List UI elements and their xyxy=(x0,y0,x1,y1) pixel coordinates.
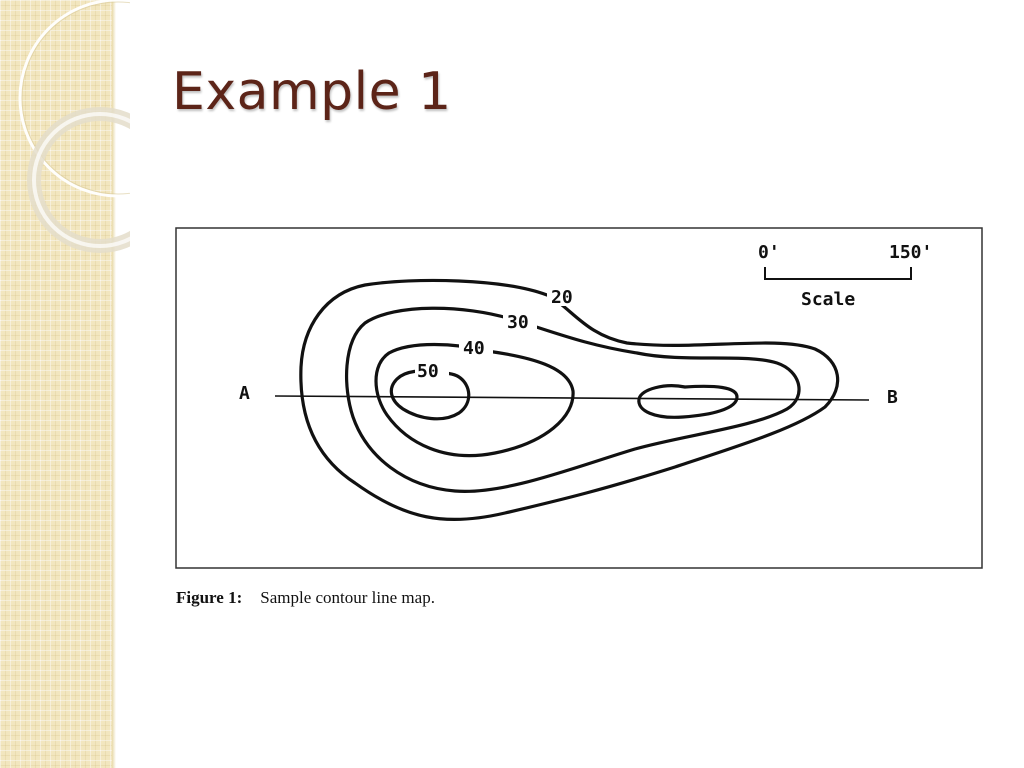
label-gap-30 xyxy=(503,309,537,331)
cross-section-line xyxy=(274,395,870,401)
contour-line-30 xyxy=(345,306,801,493)
contour-line-secondary-peak xyxy=(637,384,739,419)
figure-caption: Figure 1: Sample contour line map. xyxy=(176,588,435,608)
side-band-edge xyxy=(112,0,116,768)
scale-bar xyxy=(764,267,912,280)
contour-label-20: 20 xyxy=(551,287,573,308)
contour-map-figure: 20 30 40 50 A B 0' 150' Scale xyxy=(175,227,983,569)
figure-caption-text: Sample contour line map. xyxy=(260,588,435,607)
figure-caption-label: Figure 1: xyxy=(176,588,243,607)
label-gap-20 xyxy=(547,284,581,306)
endpoint-label-a: A xyxy=(239,383,250,404)
contour-line-50 xyxy=(389,369,471,421)
contour-label-40: 40 xyxy=(463,338,485,359)
contour-label-50: 50 xyxy=(417,361,439,382)
scale-start-label: 0' xyxy=(758,242,780,263)
contour-label-30: 30 xyxy=(507,312,529,333)
contour-line-20 xyxy=(299,278,840,522)
endpoint-label-b: B xyxy=(887,387,898,408)
label-gap-50 xyxy=(415,359,449,381)
decorative-rings xyxy=(18,0,130,253)
contour-line-40 xyxy=(374,342,575,458)
slide-title: Example 1 xyxy=(172,62,452,122)
scale-label: Scale xyxy=(801,289,855,310)
label-gap-40 xyxy=(459,335,493,357)
scale-end-label: 150' xyxy=(889,242,932,263)
